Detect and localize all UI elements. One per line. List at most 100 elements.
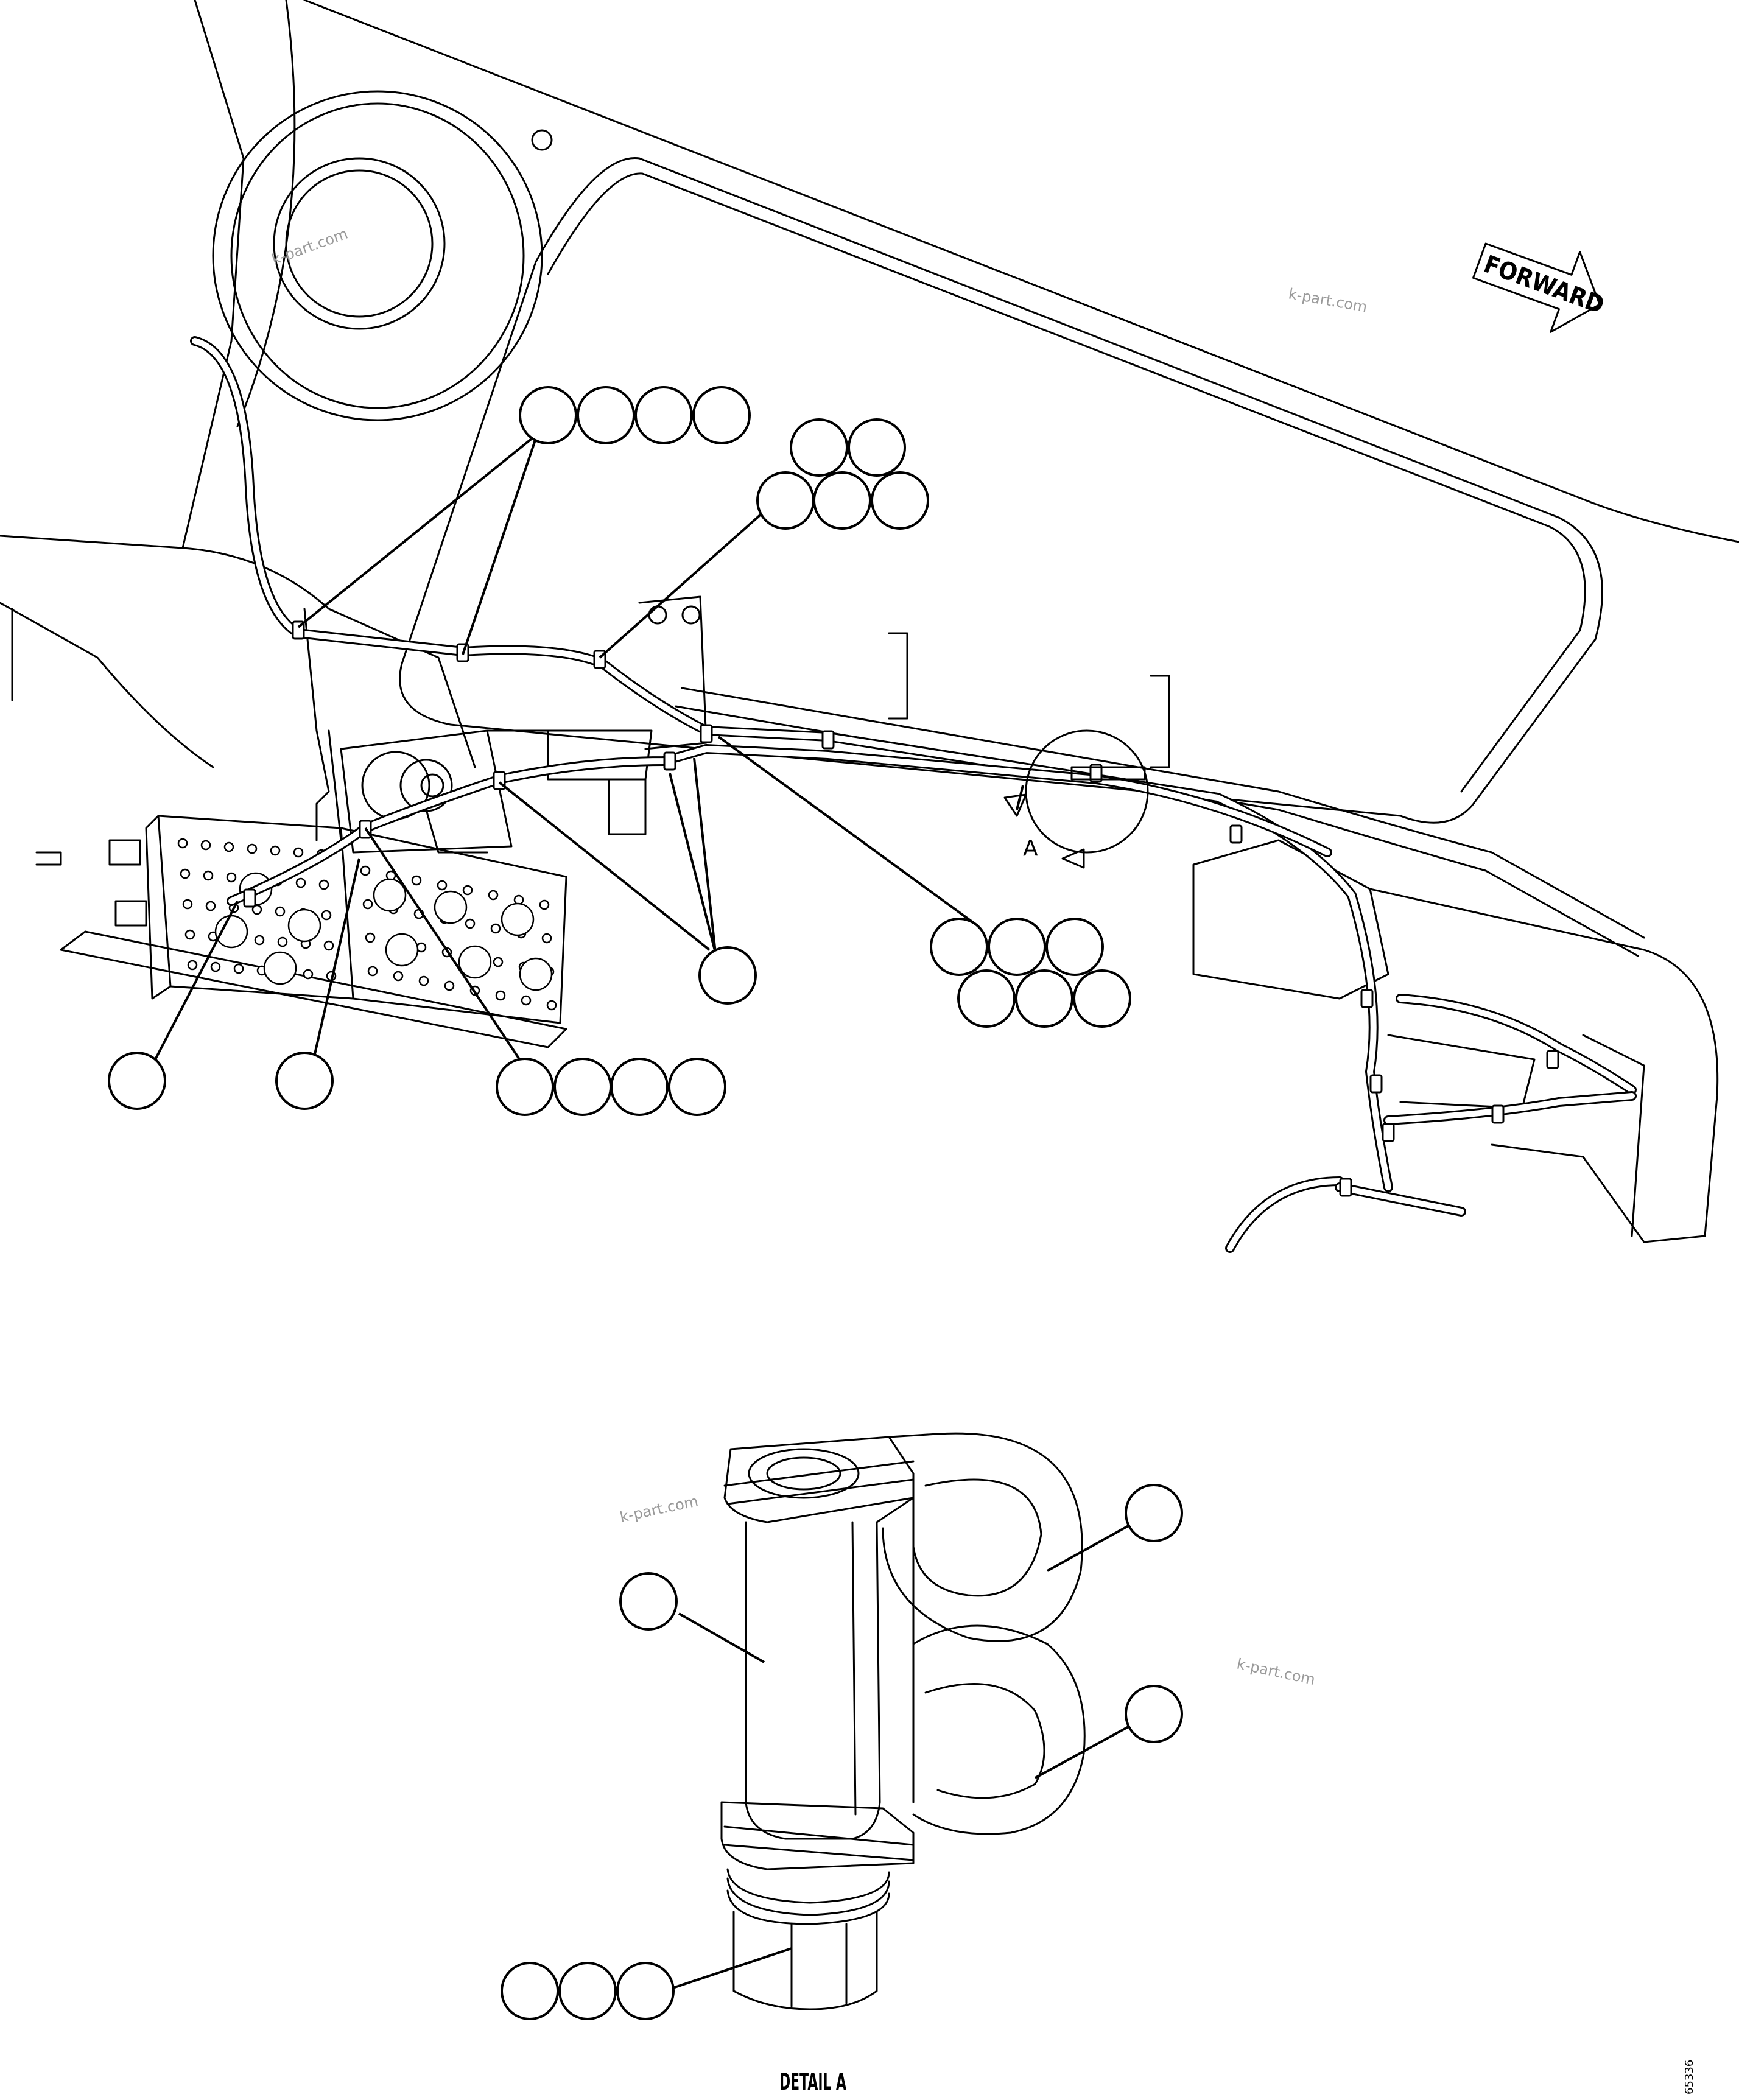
bolt-hole [411, 875, 422, 886]
bolt-hole [270, 845, 281, 856]
bolt-hole [277, 936, 288, 947]
callout-balloon [813, 471, 871, 530]
callout-balloon [1125, 1685, 1183, 1743]
bolt-hole [182, 899, 193, 910]
bolt-hole [295, 877, 306, 888]
port-hole [434, 890, 468, 924]
hose-clamp [1546, 1050, 1559, 1069]
watermark: k-part.com [1235, 1655, 1317, 1688]
bolt-hole [254, 935, 265, 946]
callout-balloon [1073, 969, 1131, 1028]
forward-arrow: FORWARD [1472, 242, 1607, 333]
port-hole [373, 878, 407, 912]
callout-balloon [1125, 1484, 1183, 1542]
bolt-hole [200, 840, 211, 851]
callout-balloon [692, 386, 751, 444]
callout-balloon [930, 918, 988, 976]
hose-clamp [1339, 1178, 1352, 1197]
bolt-hole [247, 843, 258, 854]
leader-line [462, 438, 537, 655]
leader-line [498, 781, 711, 951]
leader-line [678, 1612, 765, 1663]
mid-brackets [486, 595, 1170, 835]
bolt-hole [521, 995, 532, 1006]
bolt-hole [233, 963, 244, 974]
valve-block-holes [177, 838, 557, 1011]
detail-marker: A [1023, 836, 1038, 861]
bolt-hole [205, 901, 216, 911]
bolt-hole [362, 899, 373, 910]
bolt-hole [365, 932, 376, 943]
callout-balloon [275, 1052, 334, 1110]
leader-line [1035, 1725, 1130, 1779]
port-hole [458, 945, 492, 979]
callout-balloon [848, 418, 906, 477]
callout-balloon [1015, 969, 1073, 1028]
bolt-hole [465, 918, 476, 929]
callout-balloon [1045, 918, 1104, 976]
bolt-hole [418, 975, 429, 986]
hose-clamp [243, 888, 256, 908]
callout-balloon [634, 386, 693, 444]
leader-line [599, 486, 793, 659]
watermark: k-part.com [1287, 285, 1369, 315]
bolt-hole [539, 899, 550, 910]
callout-balloon [871, 471, 929, 530]
hose-clamp [700, 724, 713, 743]
bolt-hole [293, 847, 304, 858]
hose-clamp [1369, 1074, 1383, 1094]
hose-clamp [1229, 824, 1243, 844]
callout-leaders [154, 434, 1130, 1989]
leader-line [364, 827, 525, 1067]
bolt-hole [318, 879, 329, 890]
bolt-hole [323, 940, 334, 951]
callout-balloon [519, 386, 577, 444]
left-equipment [35, 608, 567, 1048]
drawing-number: 65336 [1683, 2060, 1696, 2095]
leader-line [154, 901, 239, 1060]
hose-clamp [821, 730, 835, 750]
bolt-hole [437, 880, 448, 891]
port-hole [287, 908, 321, 943]
bolt-hole [184, 929, 195, 940]
callout-balloon [108, 1052, 166, 1110]
detail-a-clamp [720, 1432, 1086, 2010]
bolt-hole [321, 910, 332, 921]
port-hole [263, 951, 297, 985]
callout-balloon [790, 418, 848, 477]
callout-balloon [577, 386, 635, 444]
hose-clamps [243, 620, 1559, 1197]
callout-balloon [553, 1058, 612, 1116]
bolt-hole [180, 868, 191, 879]
bolt-hole [493, 957, 504, 967]
leader-line [312, 858, 360, 1060]
bolt-hole [210, 961, 221, 972]
port-hole [501, 902, 535, 936]
port-hole [385, 933, 419, 967]
bolt-hole [444, 980, 455, 991]
callout-balloon [988, 918, 1046, 976]
bolt-hole [546, 1000, 557, 1011]
callout-balloon [619, 1572, 678, 1631]
port-hole [214, 915, 248, 949]
bolt-hole [462, 885, 473, 896]
callout-balloon [698, 946, 757, 1005]
bolt-hole [226, 872, 237, 883]
bolt-hole [275, 906, 286, 917]
leader-line [1047, 1524, 1130, 1572]
bolt-hole [223, 841, 234, 852]
leader-line [717, 736, 978, 927]
detail-caption: DETAIL A [779, 2068, 846, 2095]
callout-balloons [108, 386, 1183, 2020]
callout-balloon [558, 1962, 617, 2020]
bolt-hole [488, 890, 499, 901]
hose-clamp [663, 751, 676, 771]
callout-balloon [616, 1962, 675, 2020]
leader-line [693, 757, 717, 953]
bolt-hole [495, 990, 506, 1001]
watermark: k-part.com [269, 225, 350, 269]
bolt-hole [187, 960, 198, 971]
callout-balloon [957, 969, 1016, 1028]
bolt-hole [303, 969, 314, 980]
